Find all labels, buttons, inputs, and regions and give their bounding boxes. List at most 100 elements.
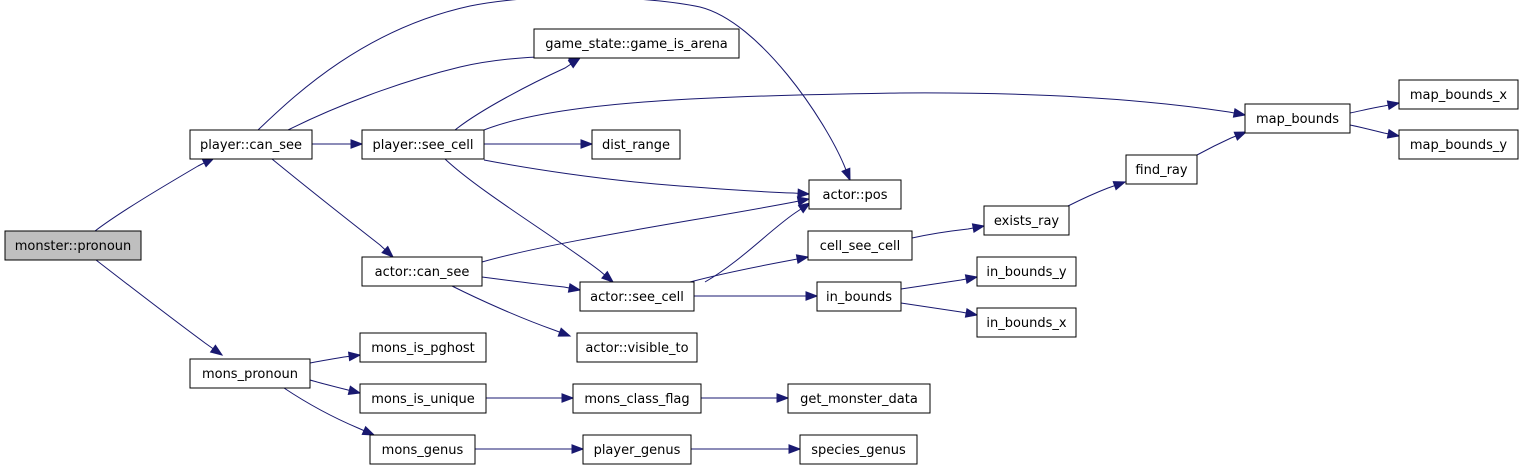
arrowhead-icon — [971, 223, 986, 233]
edge-mons-genus-to-player-genus — [475, 444, 585, 454]
edge-cell-see-cell-to-exists-ray — [911, 223, 986, 239]
edge-player-see-cell-to-game-is-arena — [454, 57, 582, 131]
edge-player-can-see-to-actor-can-see — [271, 158, 395, 258]
node-game-is-arena[interactable]: game_state::game_is_arena — [533, 28, 740, 59]
node-mons-is-pghost[interactable]: mons_is_pghost — [359, 332, 487, 363]
edge-line — [95, 259, 223, 356]
arrowhead-icon — [964, 274, 979, 284]
node-actor-can-see[interactable]: actor::can_see — [361, 256, 483, 287]
edge-line — [94, 157, 215, 232]
node-actor-visible-to[interactable]: actor::visible_to — [576, 332, 698, 363]
node-species-genus[interactable]: species_genus — [799, 434, 918, 465]
node-box — [359, 383, 487, 414]
node-label: cell_see_cell — [820, 239, 901, 254]
edge-mons-pronoun-to-mons-genus — [283, 387, 376, 436]
node-label: map_bounds — [1256, 112, 1339, 127]
node-label: mons_class_flag — [584, 392, 689, 407]
arrowhead-icon — [1386, 128, 1401, 139]
node-box — [808, 179, 902, 210]
edge-line — [444, 158, 614, 283]
node-box — [189, 358, 311, 389]
arrowhead-icon — [580, 139, 594, 149]
node-in-bounds-y[interactable]: in_bounds_y — [976, 256, 1077, 287]
node-box — [799, 434, 918, 465]
arrowhead-icon — [805, 291, 819, 301]
node-box — [807, 230, 913, 261]
edge-line — [900, 302, 978, 316]
arrowhead-icon — [209, 344, 224, 356]
edge-line — [483, 92, 1246, 131]
edge-line — [704, 202, 811, 283]
edge-actor-can-see-to-actor-visible-to — [451, 285, 572, 337]
node-player-genus[interactable]: player_genus — [582, 434, 692, 465]
node-label: in_bounds_y — [986, 265, 1067, 280]
node-label: mons_genus — [382, 443, 464, 458]
node-cell-see-cell[interactable]: cell_see_cell — [807, 230, 913, 261]
node-box — [591, 129, 681, 160]
node-label: actor::visible_to — [585, 341, 688, 356]
edge-player-see-cell-to-dist-range — [484, 139, 594, 149]
node-box — [579, 281, 695, 312]
node-mons-pronoun[interactable]: mons_pronoun — [189, 358, 311, 389]
node-map-bounds-x[interactable]: map_bounds_x — [1398, 79, 1519, 110]
node-in-bounds[interactable]: in_bounds — [816, 281, 902, 312]
node-box — [787, 383, 931, 414]
node-actor-see-cell[interactable]: actor::see_cell — [579, 281, 695, 312]
node-mons-genus[interactable]: mons_genus — [369, 434, 476, 465]
node-label: player::see_cell — [372, 138, 473, 153]
node-dist-range[interactable]: dist_range — [591, 129, 681, 160]
edge-line — [451, 285, 571, 337]
node-exists-ray[interactable]: exists_ray — [983, 205, 1070, 236]
edge-map-bounds-to-map-bounds-y — [1349, 124, 1401, 139]
node-actor-pos[interactable]: actor::pos — [808, 179, 902, 210]
node-box — [1244, 103, 1351, 134]
edge-player-see-cell-to-actor-see-cell — [444, 158, 615, 283]
node-label: dist_range — [602, 138, 670, 153]
node-box — [976, 307, 1077, 338]
arrowhead-icon — [381, 245, 395, 258]
edge-line — [283, 387, 375, 436]
arrowhead-icon — [361, 425, 376, 436]
node-label: player_genus — [594, 443, 681, 458]
arrowhead-icon — [788, 444, 802, 454]
node-box — [361, 129, 485, 160]
edge-mons-class-flag-to-get-monster-data — [701, 393, 790, 403]
node-get-monster-data[interactable]: get_monster_data — [787, 383, 931, 414]
node-box — [361, 256, 483, 287]
node-box — [189, 129, 313, 160]
node-box — [582, 434, 692, 465]
node-box — [1398, 79, 1519, 110]
node-label: map_bounds_y — [1410, 138, 1508, 153]
node-label: in_bounds_x — [986, 316, 1067, 331]
node-label: get_monster_data — [800, 392, 918, 407]
edge-line — [454, 57, 581, 131]
edge-in-bounds-to-in-bounds-x — [900, 302, 979, 318]
arrowhead-icon — [1386, 100, 1401, 111]
node-box — [576, 332, 698, 363]
node-map-bounds[interactable]: map_bounds — [1244, 103, 1351, 134]
edge-line — [1349, 102, 1400, 114]
node-box — [983, 205, 1070, 236]
node-player-see-cell[interactable]: player::see_cell — [361, 129, 485, 160]
arrowhead-icon — [797, 202, 812, 214]
edge-player-can-see-to-player-see-cell — [312, 139, 364, 149]
edge-line — [481, 198, 810, 263]
node-monster-pronoun[interactable]: monster::pronoun — [4, 230, 142, 261]
node-in-bounds-x[interactable]: in_bounds_x — [976, 307, 1077, 338]
edge-actor-see-cell-to-actor-pos — [704, 202, 812, 283]
node-box — [976, 256, 1077, 287]
node-mons-class-flag[interactable]: mons_class_flag — [572, 383, 702, 414]
node-find-ray[interactable]: find_ray — [1125, 154, 1198, 185]
edge-player-can-see-to-actor-pos — [257, 0, 851, 182]
node-map-bounds-y[interactable]: map_bounds_y — [1398, 129, 1519, 160]
edge-player-can-see-to-game-is-arena — [287, 52, 582, 131]
node-mons-is-unique[interactable]: mons_is_unique — [359, 383, 487, 414]
arrowhead-icon — [347, 385, 362, 395]
edge-actor-can-see-to-actor-see-cell — [481, 276, 582, 293]
nodes-layer: monster::pronoun player::can_seemons_pron… — [4, 28, 1519, 465]
edge-line — [900, 276, 978, 290]
arrowhead-icon — [567, 57, 582, 69]
node-label: find_ray — [1135, 163, 1187, 178]
node-player-can-see[interactable]: player::can_see — [189, 129, 313, 160]
edge-actor-see-cell-to-in-bounds — [694, 291, 819, 301]
